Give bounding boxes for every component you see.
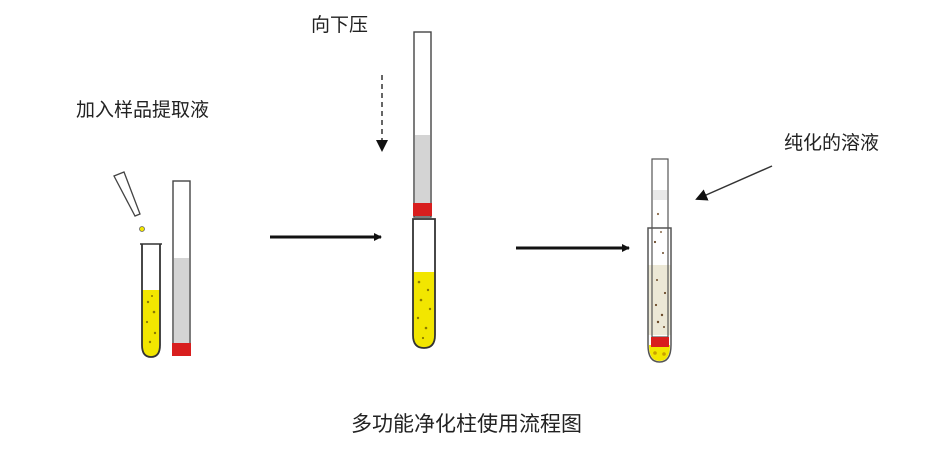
step1-pipette (113, 171, 145, 232)
pointer-arrow (695, 165, 773, 201)
label-purified-solution: 纯化的溶液 (784, 132, 880, 154)
step1-test-tube (140, 243, 162, 358)
label-add-sample: 加入样品提取液 (76, 99, 210, 121)
step3-tube (647, 227, 672, 363)
figure-caption: 多功能净化柱使用流程图 (351, 412, 582, 436)
step2-tube (412, 218, 436, 349)
step1-column (172, 180, 191, 356)
label-press-down: 向下压 (311, 14, 369, 36)
step3-column (651, 158, 669, 347)
step2-column (413, 31, 432, 218)
